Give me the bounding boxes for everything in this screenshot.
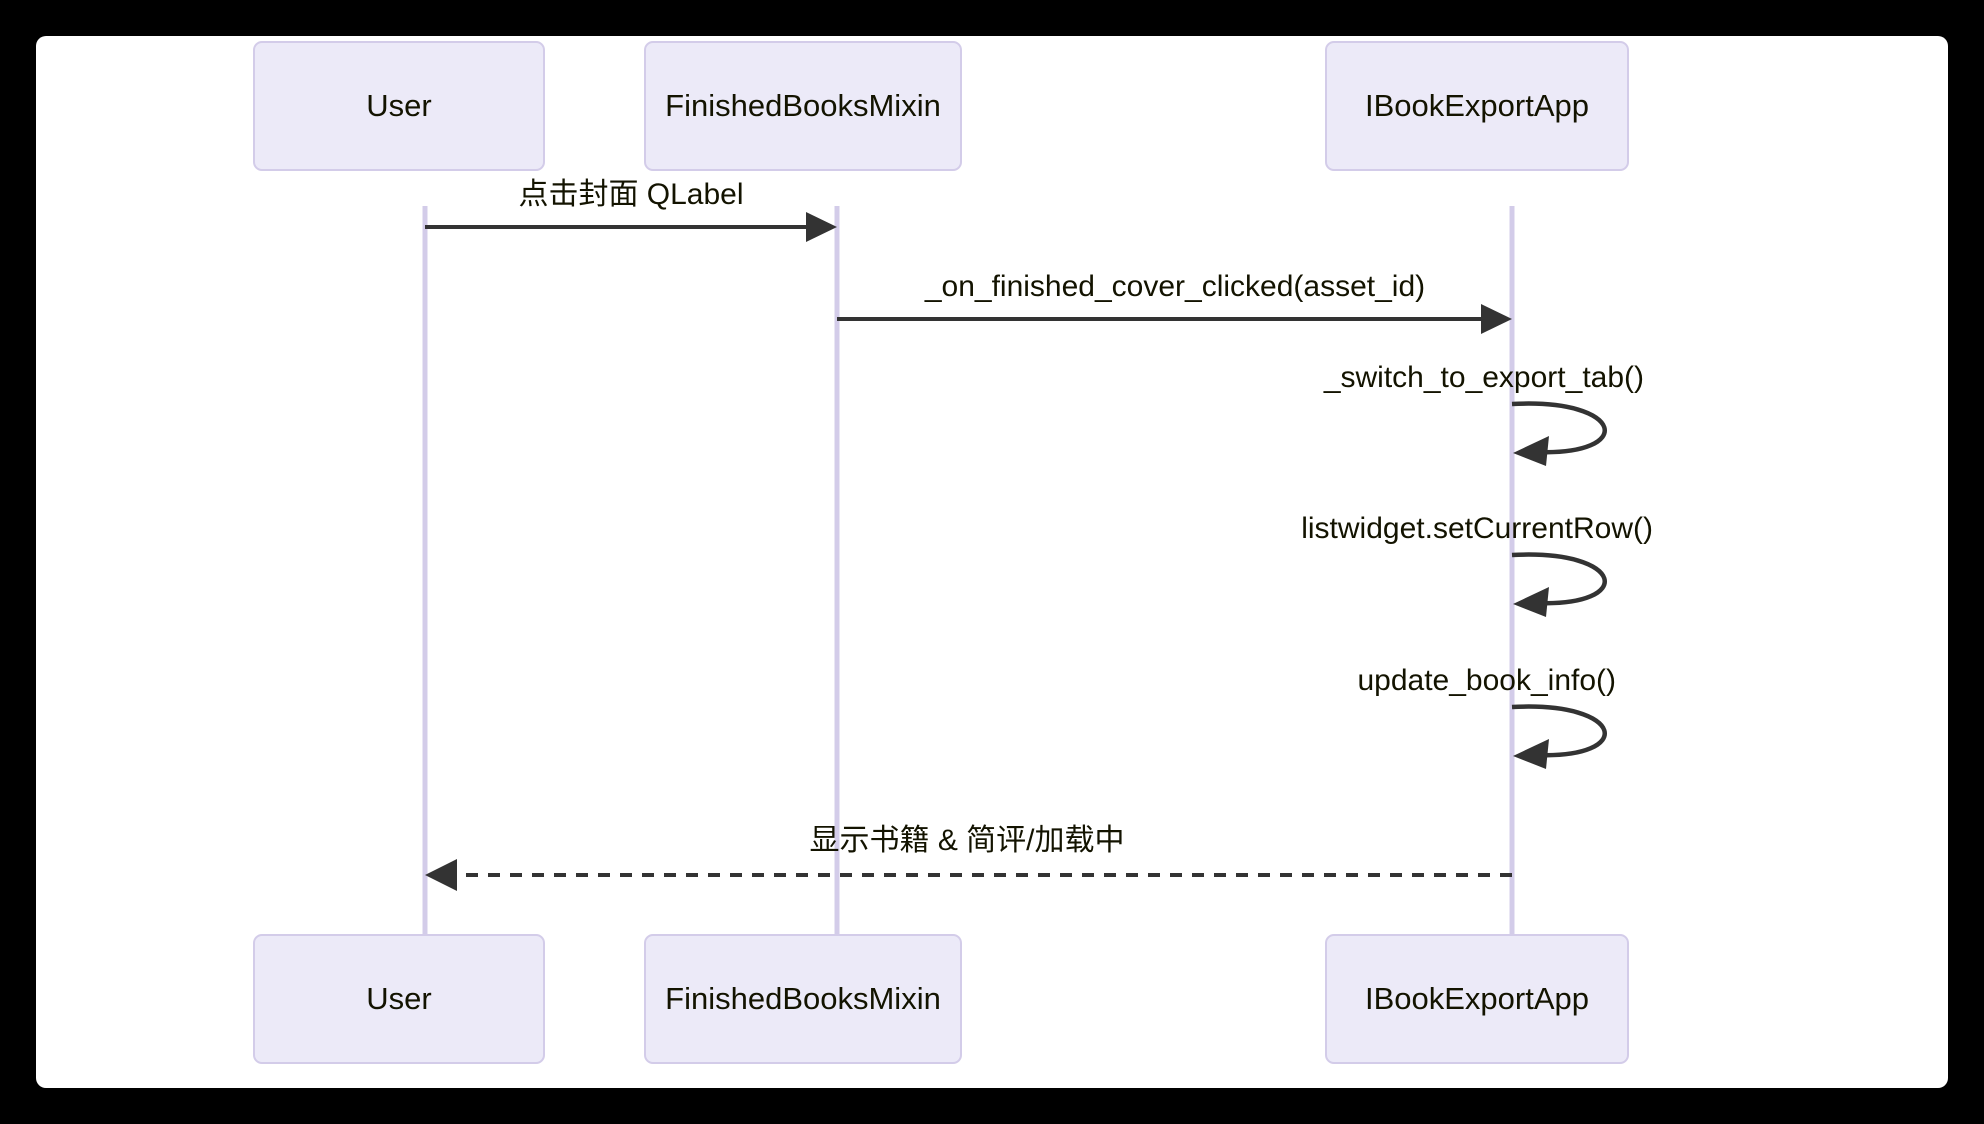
arrow-head-left	[1513, 436, 1549, 466]
message-on-finished-cover-clicked[interactable]: _on_finished_cover_clicked(asset_id)	[837, 270, 1512, 334]
message-label: update_book_info()	[1357, 664, 1616, 697]
message-label: 点击封面 QLabel	[518, 178, 743, 211]
self-loop-path	[1511, 401, 1607, 455]
participant-label: IBookExportApp	[1365, 981, 1589, 1016]
message-label: listwidget.setCurrentRow()	[1301, 512, 1653, 545]
participant-label: IBookExportApp	[1365, 88, 1589, 123]
participant-boxes-bottom: User FinishedBooksMixin IBookExportApp	[253, 934, 1629, 1064]
message-listwidget-setcurrentrow[interactable]: listwidget.setCurrentRow()	[1301, 512, 1653, 617]
message-update-book-info[interactable]: update_book_info()	[1357, 664, 1616, 769]
participant-bottom-ibookexportapp[interactable]: IBookExportApp	[1325, 934, 1629, 1064]
participant-box	[253, 41, 545, 171]
message-label: _switch_to_export_tab()	[1323, 361, 1644, 394]
participant-label: User	[366, 981, 431, 1016]
arrow-head-left	[425, 859, 457, 891]
message-label: 显示书籍 & 简评/加载中	[809, 824, 1124, 857]
participant-box	[1325, 41, 1629, 171]
message-switch-to-export-tab[interactable]: _switch_to_export_tab()	[1323, 361, 1644, 466]
participant-top-user[interactable]: User	[253, 41, 545, 171]
diagram-canvas: User FinishedBooksMixin IBookExportApp 点…	[36, 36, 1948, 1088]
message-point-click-cover-qlabel[interactable]: 点击封面 QLabel	[425, 178, 837, 242]
participant-label: FinishedBooksMixin	[665, 88, 941, 123]
self-loop-path	[1511, 552, 1607, 606]
participant-bottom-user[interactable]: User	[253, 934, 545, 1064]
arrow-head-left	[1513, 739, 1549, 769]
participant-boxes-top: User FinishedBooksMixin IBookExportApp	[253, 41, 1629, 171]
participant-top-finishedbooksmixin[interactable]: FinishedBooksMixin	[644, 41, 962, 171]
arrow-head-right	[806, 212, 837, 242]
message-label: _on_finished_cover_clicked(asset_id)	[924, 270, 1425, 303]
participant-box	[1325, 934, 1629, 1064]
participant-box	[644, 934, 962, 1064]
self-loop-path	[1511, 704, 1607, 758]
participant-label: User	[366, 88, 431, 123]
participant-label: FinishedBooksMixin	[665, 981, 941, 1016]
sequence-diagram-svg: User FinishedBooksMixin IBookExportApp 点…	[253, 41, 1653, 1064]
message-show-book-and-review[interactable]: 显示书籍 & 简评/加载中	[425, 824, 1512, 891]
lifelines-group	[422, 206, 1515, 935]
participant-top-ibookexportapp[interactable]: IBookExportApp	[1325, 41, 1629, 171]
participant-box	[253, 934, 545, 1064]
participant-box	[644, 41, 962, 171]
arrow-head-right	[1481, 304, 1512, 334]
participant-bottom-finishedbooksmixin[interactable]: FinishedBooksMixin	[644, 934, 962, 1064]
arrow-head-left	[1513, 587, 1549, 617]
